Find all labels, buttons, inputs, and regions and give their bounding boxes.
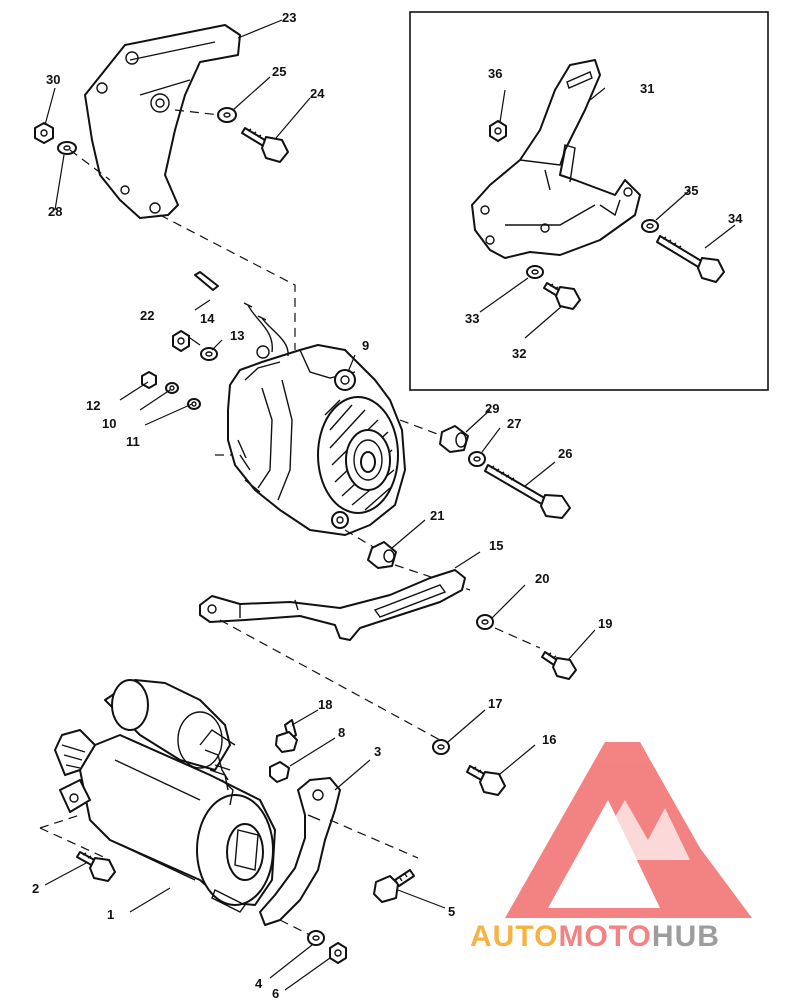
logo-text-auto: AUTO [470,920,558,953]
callout-label: 8 [338,725,345,740]
inset-frame [409,11,769,391]
bolt-32 [543,282,581,310]
washer-13 [200,347,218,361]
logo-m-mark [590,800,690,860]
washer-11 [187,398,201,410]
callout-label: 11 [126,434,140,449]
nut-6 [329,942,347,964]
bolt-16 [466,765,506,796]
callout-label: 21 [430,508,444,523]
pin-22 [194,271,219,291]
callout-label: 24 [310,86,325,101]
nut-8 [269,761,290,783]
callout-label: 23 [282,10,296,25]
nut-30 [34,122,54,144]
bolt-2 [76,851,116,882]
bolt-5 [373,869,415,903]
callout-label: 26 [558,446,572,461]
nut-12 [141,371,157,389]
bolt-24 [241,127,289,163]
callout-label: 36 [488,66,502,81]
callout-label: 17 [488,696,502,711]
automotohub-logo: AUTOMOTOHUB [470,742,752,953]
washer-35 [641,219,659,233]
washer-10 [165,382,179,394]
callout-label: 16 [542,732,556,747]
callout-label: 12 [86,398,100,413]
callout-label: 19 [598,616,612,631]
callout-label: 35 [684,183,698,198]
bolt-26 [484,464,571,519]
callout-label: 28 [48,204,62,219]
washer-17 [432,739,450,755]
callout-label: 18 [318,697,332,712]
callout-label: 13 [230,328,244,343]
spacer-21 [367,541,397,569]
logo-text-moto: MOTO [558,920,651,953]
callout-label: 31 [640,81,654,96]
washer-27 [468,451,486,467]
callout-label: 9 [362,338,369,353]
callout-label: 30 [46,72,60,87]
callout-label: 29 [485,401,499,416]
callout-label: 27 [507,416,521,431]
adjusting-brace [199,569,466,641]
alternator [227,344,406,536]
nut-36 [489,120,507,142]
callout-label: 2 [32,881,39,896]
bolt-19 [541,651,577,680]
washer-20 [476,614,494,630]
callout-label: 5 [448,904,455,919]
spacer-29 [439,425,469,453]
callout-label: 22 [140,308,154,323]
callout-label: 1 [107,907,114,922]
logo-text: AUTOMOTOHUB [470,920,720,953]
nut-14 [172,330,190,352]
starter-brace [259,777,341,926]
callout-label: 34 [728,211,743,226]
washer-4 [307,930,325,946]
upper-mounting-bracket [84,24,241,219]
callout-label: 20 [535,571,549,586]
bolt-34 [656,235,725,283]
callout-label: 32 [512,346,526,361]
callout-label: 25 [272,64,286,79]
logo-text-hub: HUB [652,920,720,953]
callout-label: 15 [489,538,503,553]
washer-25 [217,107,237,123]
bolt-18 [275,719,298,753]
washer-33 [526,265,544,279]
callout-label: 4 [255,976,263,991]
callout-label: 10 [102,416,116,431]
callout-label: 14 [200,311,215,326]
inset-bracket [471,59,641,259]
starter-motor [54,679,276,913]
callout-label: 3 [374,744,381,759]
callout-label: 33 [465,311,479,326]
callout-label: 6 [272,986,279,1000]
